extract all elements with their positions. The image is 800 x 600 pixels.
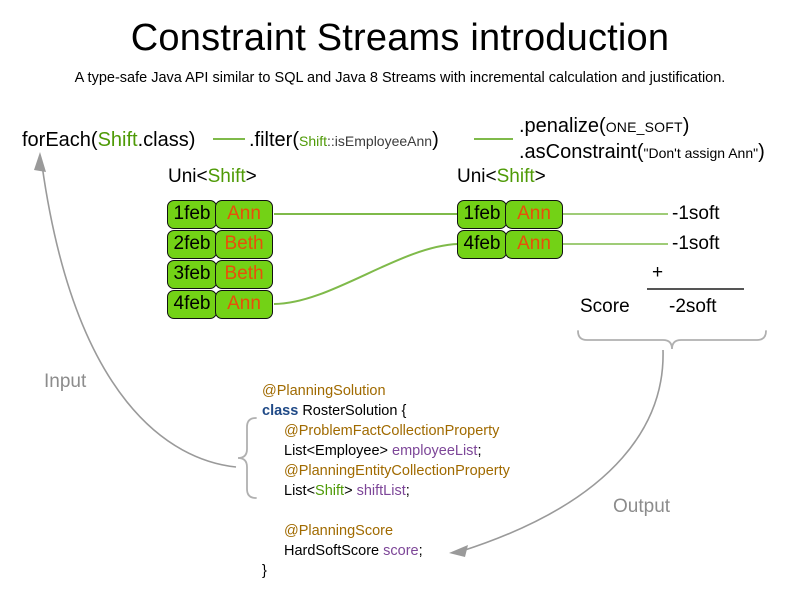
output-arrow xyxy=(461,349,664,552)
penalize-call: .penalize(ONE_SOFT) xyxy=(519,114,689,139)
code-token: ; xyxy=(418,543,423,559)
code-line: @ProblemFactCollectionProperty xyxy=(262,421,510,441)
code-line: class RosterSolution { xyxy=(262,401,510,421)
code-token: @PlanningEntityCollectionProperty xyxy=(284,463,510,479)
stream-type-left: Uni<Shift> xyxy=(168,166,257,188)
filter-method-ref: ::isEmployeeAnn xyxy=(327,133,433,149)
asconstraint-call: .asConstraint("Don't assign Ann") xyxy=(519,140,765,165)
shift-employee: Beth xyxy=(215,230,273,259)
output-label: Output xyxy=(613,496,671,517)
code-token: shiftList xyxy=(356,483,406,499)
page-subtitle: A type-safe Java API similar to SQL and … xyxy=(74,70,726,86)
code-token: RosterSolution { xyxy=(302,403,407,419)
code-line: } xyxy=(262,561,510,581)
sum-operator: + xyxy=(652,262,664,283)
code-token: class xyxy=(262,403,303,419)
score-total: -2soft xyxy=(669,296,717,317)
uni-left-suffix: > xyxy=(245,166,257,187)
code-line: @PlanningScore xyxy=(262,521,510,541)
penalty-value-1: -1soft xyxy=(672,203,720,224)
match-connector-4feb xyxy=(273,243,459,305)
code-token: List< xyxy=(284,483,316,499)
code-line: HardSoftScore score; xyxy=(262,541,510,561)
score-label: Score xyxy=(580,296,630,317)
page-title: Constraint Streams introduction xyxy=(130,17,670,59)
code-token: @ProblemFactCollectionProperty xyxy=(284,423,500,439)
shift-employee: Beth xyxy=(215,260,273,289)
sum-rule-line xyxy=(647,288,744,290)
shift-date: 1feb xyxy=(457,200,507,229)
filter-suffix: ) xyxy=(432,129,439,151)
input-arrowhead xyxy=(34,152,46,172)
code-line xyxy=(262,501,510,521)
shift-date: 2feb xyxy=(167,230,217,259)
code-line: @PlanningSolution xyxy=(262,381,510,401)
asconstraint-suffix: ) xyxy=(758,141,765,163)
code-line: List<Shift> shiftList; xyxy=(262,481,510,501)
code-token xyxy=(262,503,266,519)
uni-left-type: Shift xyxy=(207,166,246,187)
code-token: employeeList xyxy=(392,443,478,459)
asconstraint-arg: "Don't assign Ann" xyxy=(643,145,759,161)
penalize-suffix: ) xyxy=(682,115,690,137)
filter-prefix: .filter( xyxy=(249,129,299,151)
asconstraint-prefix: .asConstraint( xyxy=(519,141,644,163)
shift-employee: Ann xyxy=(505,230,563,259)
uni-right-type: Shift xyxy=(496,166,535,187)
shift-date: 4feb xyxy=(457,230,507,259)
code-token: Shift xyxy=(315,483,345,499)
code-token: @PlanningSolution xyxy=(262,383,386,399)
foreach-call: forEach(Shift.class) xyxy=(22,128,195,152)
code-token: ; xyxy=(405,483,410,499)
code-token: List<Employee> xyxy=(284,443,393,459)
shift-employee: Ann xyxy=(215,200,273,229)
uni-right-prefix: Uni< xyxy=(457,166,497,187)
foreach-type: Shift xyxy=(97,129,138,151)
code-block: @PlanningSolution class RosterSolution { @… xyxy=(262,381,510,581)
code-line: List<Employee> employeeList; xyxy=(262,441,510,461)
code-token: @PlanningScore xyxy=(284,523,394,539)
shift-date: 3feb xyxy=(167,260,217,289)
code-line: @PlanningEntityCollectionProperty xyxy=(262,461,510,481)
code-token: ; xyxy=(477,443,482,459)
shift-employee: Ann xyxy=(505,200,563,229)
output-arrowhead xyxy=(449,545,468,557)
input-label: Input xyxy=(44,371,87,392)
code-token: > xyxy=(344,483,357,499)
code-token: score xyxy=(383,543,419,559)
uni-right-suffix: > xyxy=(534,166,546,187)
score-brace xyxy=(577,330,767,350)
penalty-value-2: -1soft xyxy=(672,233,720,254)
foreach-suffix: .class) xyxy=(137,129,196,151)
code-token: } xyxy=(262,563,267,579)
code-token: HardSoftScore xyxy=(284,543,384,559)
shift-date: 4feb xyxy=(167,290,217,319)
shift-date: 1feb xyxy=(167,200,217,229)
penalize-prefix: .penalize( xyxy=(519,115,606,137)
penalize-arg: ONE_SOFT xyxy=(605,119,683,135)
filter-type: Shift xyxy=(299,133,328,149)
uni-left-prefix: Uni< xyxy=(168,166,208,187)
filter-call: .filter(Shift::isEmployeeAnn) xyxy=(249,128,439,153)
shift-employee: Ann xyxy=(215,290,273,319)
stream-type-right: Uni<Shift> xyxy=(457,166,546,188)
foreach-prefix: forEach( xyxy=(22,129,98,151)
code-brace xyxy=(237,417,257,499)
input-arrow xyxy=(41,164,237,468)
